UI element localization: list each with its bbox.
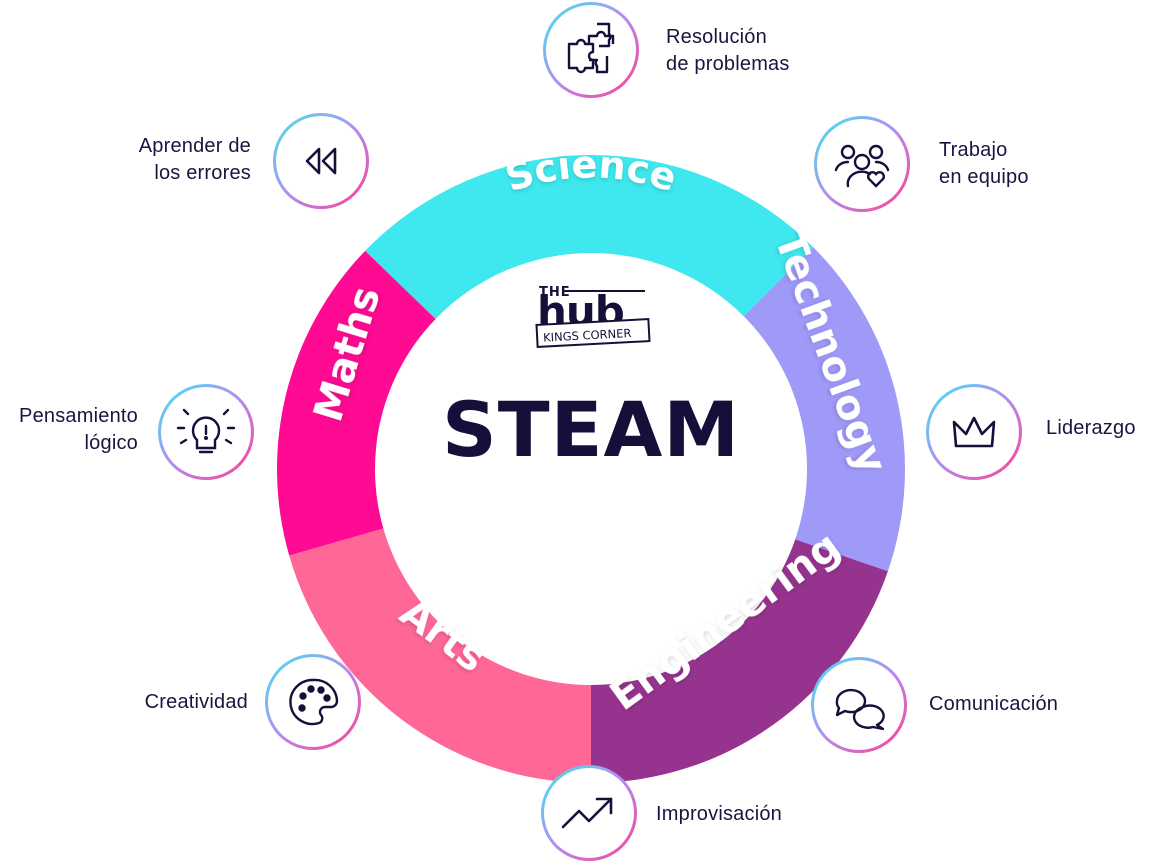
badge-face <box>929 387 1019 477</box>
skill-label-communication: Comunicación <box>929 693 1059 715</box>
badge-face <box>814 660 904 750</box>
ring-segment-maths <box>277 250 436 556</box>
palette-icon <box>289 678 339 726</box>
ring-segment-science <box>365 155 814 319</box>
steam-ring <box>277 155 906 783</box>
rewind-icon <box>305 147 337 175</box>
skill-badge <box>811 657 907 753</box>
skill-badge <box>158 384 254 480</box>
logo-kings-corner: KINGS CORNER <box>543 326 632 345</box>
skill-badge <box>265 654 361 750</box>
badge-face <box>544 768 634 858</box>
badge-face <box>817 119 907 209</box>
trend-arrow-icon <box>561 797 613 829</box>
badge-face <box>268 657 358 747</box>
ring-segment-technology <box>743 246 906 572</box>
lightbulb-icon <box>176 408 236 454</box>
ring-segment-engineering <box>591 539 888 783</box>
skill-label-leadership: Liderazgo <box>1046 417 1136 439</box>
skill-badges <box>158 2 1022 861</box>
team-heart-icon <box>834 144 890 188</box>
skill-badge <box>814 116 910 212</box>
badge-face <box>546 5 636 95</box>
badge-face <box>276 116 366 206</box>
skill-badge <box>543 2 639 98</box>
steam-title: STEAM <box>442 385 740 474</box>
skill-badge <box>273 113 369 209</box>
puzzle-icon <box>567 22 615 74</box>
logo-the: THE <box>539 285 571 300</box>
skill-label-improvisation: Improvisación <box>656 803 782 825</box>
crown-icon <box>952 416 996 448</box>
ring-segment-arts <box>289 528 591 783</box>
skill-badge <box>926 384 1022 480</box>
chat-bubbles-icon <box>835 688 885 731</box>
the-hub-logo: THE hub KINGS CORNER <box>535 285 651 348</box>
skill-label-creativity: Creatividad <box>144 691 248 713</box>
skill-badge <box>541 765 637 861</box>
